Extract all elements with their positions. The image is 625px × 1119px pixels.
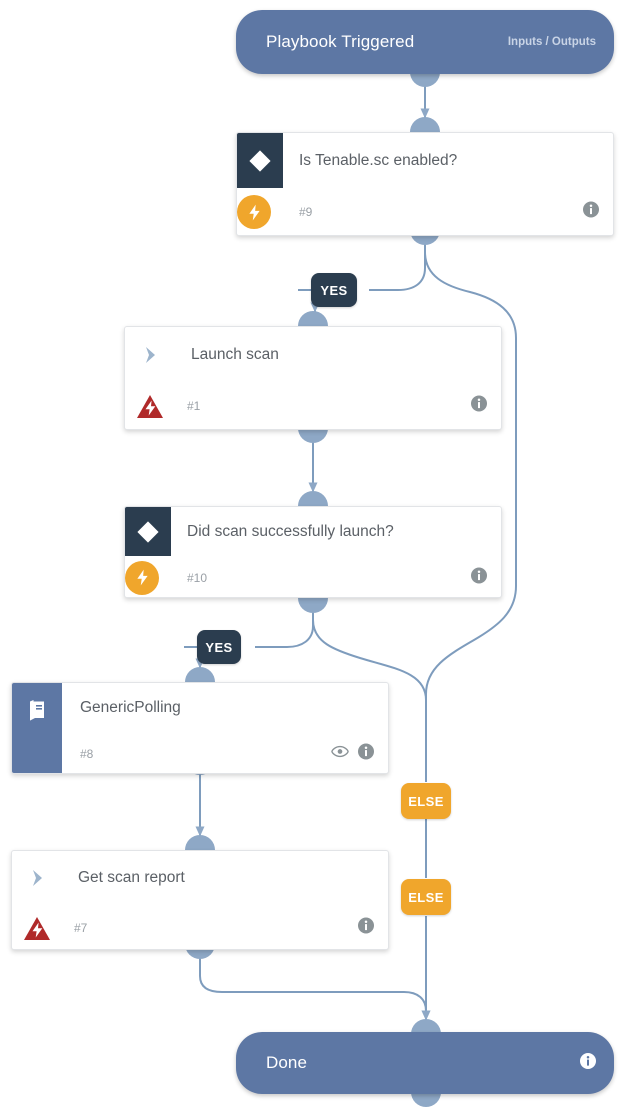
node-is-tenable-enabled[interactable]: Is Tenable.sc enabled? #9 [236,132,614,236]
port-launch-out [298,428,328,443]
node-header: Is Tenable.sc enabled? [237,133,613,188]
node-footer: #1 [125,382,501,429]
lightning-bolt-icon [237,195,271,229]
node-tools [580,1052,596,1074]
edge-did-yes [255,604,314,648]
node-tools [471,567,487,588]
node-title: GenericPolling [80,698,181,716]
port-tenable-in [410,117,440,132]
node-did-scan-launch[interactable]: Did scan successfully launch? #10 [124,506,502,598]
node-title: Playbook Triggered [266,32,415,51]
port-did-out [298,598,328,613]
port-done-out [411,1092,441,1107]
node-right-slot: Inputs / Outputs [508,36,596,48]
info-icon[interactable] [471,395,487,417]
port-polling-in [185,667,215,682]
node-tools [331,743,374,764]
node-id: #8 [80,746,94,761]
node-id: #1 [187,399,201,413]
eye-icon[interactable] [331,744,349,763]
node-title: Is Tenable.sc enabled? [299,151,458,169]
node-title: Launch scan [191,345,279,363]
edge-tenable-yes [369,236,426,291]
branch-label-text: YES [320,282,348,298]
node-done[interactable]: Done [236,1032,614,1094]
chevron-right-icon [16,867,62,889]
node-footer: #7 [12,904,388,949]
branch-label-yes-tenable[interactable]: YES [311,273,357,307]
branch-label-yes-scan-launched[interactable]: YES [197,630,241,664]
edge-report-to-done [199,950,431,1021]
port-report-in [185,835,215,850]
chevron-right-icon [129,344,175,366]
node-header: Get scan report [12,851,388,904]
node-launch-scan[interactable]: Launch scan #1 [124,326,502,430]
node-id: #9 [299,205,313,219]
warning-triangle-icon [135,392,165,420]
info-icon[interactable] [358,743,374,764]
node-playbook-triggered[interactable]: Playbook Triggered Inputs / Outputs [236,10,614,74]
inputs-outputs-link[interactable]: Inputs / Outputs [507,36,596,48]
branch-label-else-tenable[interactable]: ELSE [401,879,451,915]
branch-label-text: ELSE [408,889,444,905]
node-tools [583,201,599,223]
node-tools [358,917,374,938]
node-header: GenericPolling [12,683,388,732]
node-title: Get scan report [78,868,185,886]
diamond-icon [125,507,171,556]
node-footer: #10 [125,556,501,597]
node-generic-polling[interactable]: GenericPolling #8 [11,682,389,774]
node-id: #10 [187,570,208,585]
node-title: Done [266,1053,308,1072]
branch-label-text: ELSE [408,793,444,809]
info-icon[interactable] [580,1052,596,1074]
diamond-icon [237,133,283,188]
node-get-scan-report[interactable]: Get scan report #7 [11,850,389,950]
warning-triangle-icon [22,914,52,942]
book-icon [23,697,51,730]
node-header: Did scan successfully launch? [125,507,501,556]
info-icon[interactable] [358,917,374,938]
node-tools [471,395,487,417]
branch-label-else-scan-launched[interactable]: ELSE [401,783,451,819]
node-id: #7 [74,920,88,935]
node-footer: #8 [12,732,388,773]
port-start-out [410,72,440,87]
info-icon[interactable] [583,201,599,223]
node-title: Did scan successfully launch? [187,522,394,540]
node-header: Launch scan [125,327,501,382]
info-icon[interactable] [471,567,487,588]
port-did-in [298,491,328,506]
branch-label-text: YES [205,639,233,655]
sub-playbook-rail [12,683,62,773]
port-launch-in [298,311,328,326]
lightning-bolt-icon [125,560,159,595]
node-footer: #9 [237,188,613,235]
